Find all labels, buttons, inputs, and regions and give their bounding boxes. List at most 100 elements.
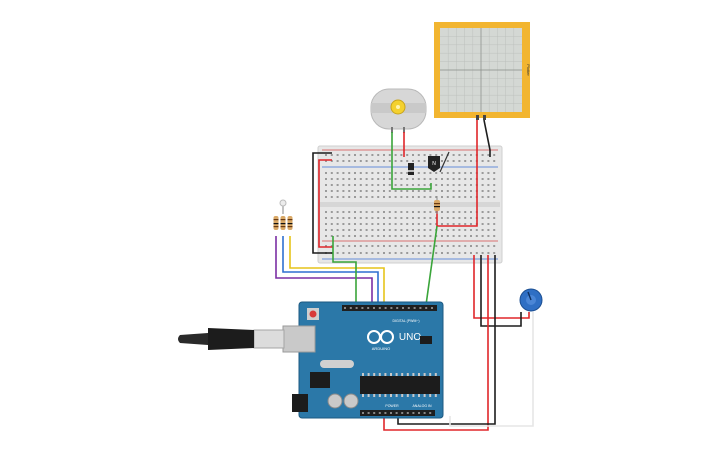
digital-pin[interactable]: [367, 307, 370, 309]
rail-hole: [377, 252, 380, 254]
breadboard[interactable]: [317, 145, 503, 264]
digital-pin[interactable]: [431, 307, 433, 309]
breadboard-hole: [388, 229, 391, 231]
breadboard-hole: [452, 211, 455, 213]
breadboard-hole: [342, 184, 345, 186]
resistor-band-1: [434, 203, 440, 205]
reset-button[interactable]: [309, 310, 317, 318]
power-analog-pin[interactable]: [412, 412, 415, 414]
rail-hole: [388, 160, 391, 162]
digital-pin[interactable]: [355, 307, 358, 309]
rail-hole: [481, 245, 484, 247]
breadboard-hole: [458, 172, 461, 174]
power-analog-pin[interactable]: [373, 412, 376, 414]
breadboard-hole: [481, 217, 484, 219]
power-analog-pin[interactable]: [418, 412, 420, 414]
digital-pin[interactable]: [413, 307, 416, 309]
rail-hole: [406, 160, 409, 162]
breadboard-hole: [487, 235, 490, 237]
power-analog-pin[interactable]: [401, 412, 404, 414]
breadboard-hole: [400, 196, 403, 198]
breadboard-hole: [325, 223, 327, 225]
rail-hole: [365, 160, 368, 162]
power-analog-pin[interactable]: [384, 412, 387, 414]
breadboard-hole: [493, 235, 496, 237]
breadboard-hole: [423, 178, 426, 180]
breadboard-hole: [394, 235, 397, 237]
breadboard-hole: [383, 229, 385, 231]
breadboard-hole: [406, 211, 409, 213]
rail-hole: [388, 252, 391, 254]
power-analog-pin[interactable]: [423, 412, 426, 414]
breadboard-holes: [325, 154, 496, 254]
wire-red-plotter: [436, 120, 478, 227]
digital-pin[interactable]: [396, 307, 399, 309]
digital-pin[interactable]: [390, 307, 393, 309]
breadboard-hole: [493, 196, 496, 198]
plotter-pin-2: [483, 115, 486, 120]
power-jack: [292, 394, 308, 412]
digital-pin[interactable]: [373, 307, 375, 309]
power-analog-pin[interactable]: [406, 412, 409, 414]
power-analog-pin[interactable]: [367, 412, 370, 414]
breadboard-hole: [388, 196, 391, 198]
rail-hole: [406, 245, 409, 247]
digital-pin[interactable]: [419, 307, 422, 309]
breadboard-hole: [429, 223, 432, 225]
rail-hole: [446, 252, 449, 254]
breadboard-hole: [423, 211, 426, 213]
breadboard-hole: [481, 190, 484, 192]
breadboard-hole: [493, 211, 496, 213]
digital-pin[interactable]: [407, 307, 410, 309]
rail-hole: [400, 245, 403, 247]
breadboard-hole: [394, 190, 397, 192]
chip-pin: [395, 394, 398, 397]
potentiometer[interactable]: [519, 288, 543, 312]
rail-hole: [336, 252, 339, 254]
digital-pin[interactable]: [378, 307, 381, 309]
rail-hole: [359, 154, 362, 156]
digital-pin[interactable]: [402, 307, 404, 309]
breadboard-hole: [441, 178, 443, 180]
digital-pin[interactable]: [349, 307, 352, 309]
breadboard-hole: [470, 223, 472, 225]
breadboard-hole: [441, 211, 443, 213]
breadboard-hole: [429, 178, 432, 180]
power-analog-pin[interactable]: [362, 412, 364, 414]
power-analog-header-pins: [362, 412, 432, 414]
power-analog-pin[interactable]: [390, 412, 392, 414]
rail-hole: [464, 245, 467, 247]
wire-green-motor: [391, 132, 432, 190]
wire-black-gnd: [397, 255, 496, 425]
power-analog-pin[interactable]: [395, 412, 398, 414]
breadboard-channel: [320, 202, 500, 207]
transistor-label: N: [432, 161, 436, 167]
digital-pin[interactable]: [344, 307, 346, 309]
chip-pin: [434, 394, 437, 397]
breadboard-hole: [435, 172, 438, 174]
digital-pin[interactable]: [361, 307, 364, 309]
rail-hole: [481, 252, 484, 254]
rail-hole: [330, 154, 333, 156]
breadboard-hole: [417, 235, 420, 237]
resistor-band: [280, 226, 286, 228]
breadboard-hole: [417, 223, 420, 225]
breadboard-hole: [336, 178, 339, 180]
breadboard-hole: [452, 235, 455, 237]
breadboard-hole: [429, 235, 432, 237]
breadboard-hole: [487, 217, 490, 219]
resistor-band: [287, 223, 293, 225]
breadboard-hole: [464, 178, 467, 180]
digital-pin[interactable]: [425, 307, 428, 309]
rail-hole: [423, 252, 426, 254]
resistor-band-2: [434, 206, 440, 208]
breadboard-hole: [441, 217, 443, 219]
breadboard-hole: [452, 178, 455, 180]
digital-pin[interactable]: [384, 307, 387, 309]
power-analog-pin[interactable]: [429, 412, 432, 414]
wire-black-pot: [480, 255, 522, 327]
power-analog-pin[interactable]: [378, 412, 381, 414]
breadboard-hole: [371, 211, 374, 213]
breadboard-hole: [435, 190, 438, 192]
breadboard-hole: [423, 196, 426, 198]
